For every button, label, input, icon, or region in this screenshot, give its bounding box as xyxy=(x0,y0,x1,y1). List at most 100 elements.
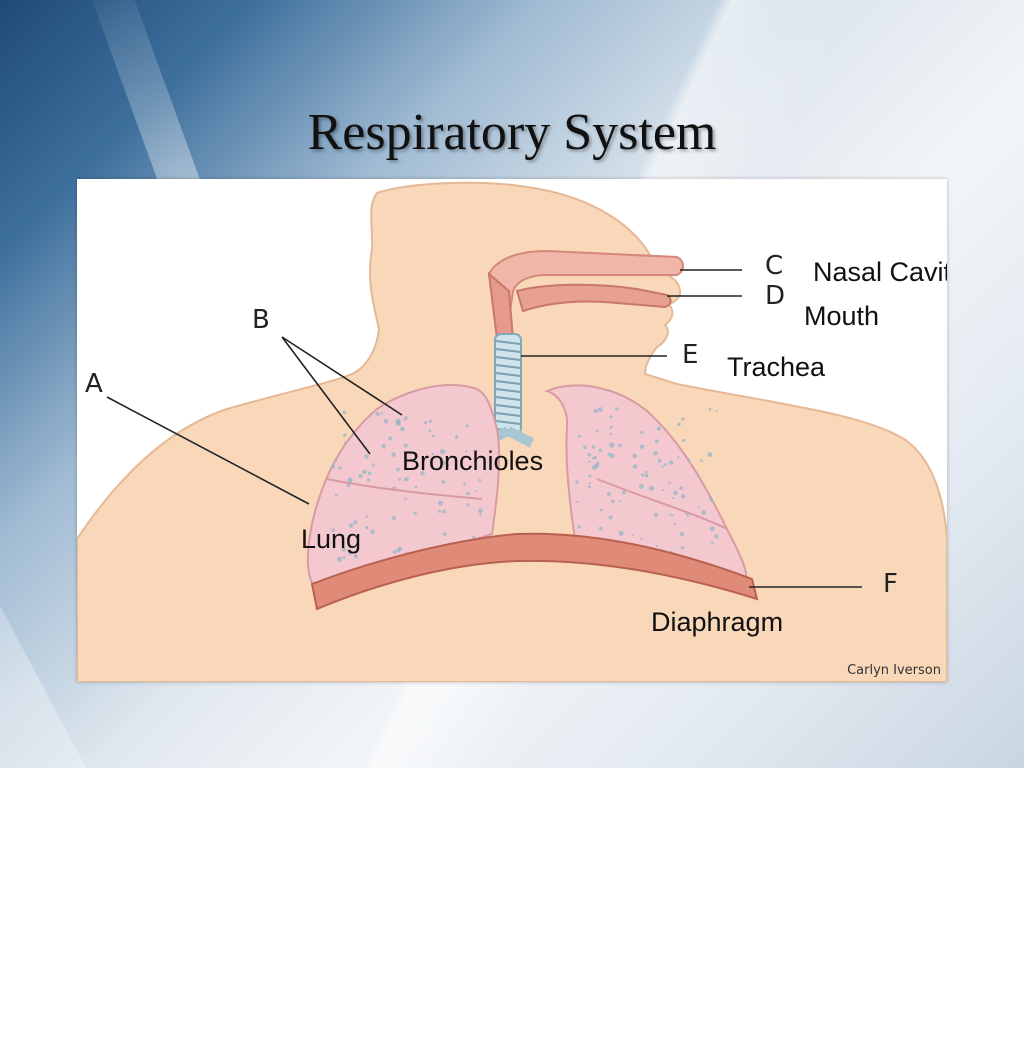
bronchiole-dot xyxy=(588,474,592,478)
bronchiole-dot xyxy=(655,545,658,548)
bronchiole-dot xyxy=(618,530,624,536)
bronchiole-dot xyxy=(641,473,645,477)
bronchiole-dot xyxy=(657,458,662,463)
bronchiole-dot xyxy=(600,508,604,512)
bronchiole-dot xyxy=(638,484,644,489)
bronchiole-dot xyxy=(442,532,447,536)
bronchiole-dot xyxy=(609,415,613,419)
bronchiole-dot xyxy=(331,464,335,469)
bronchiole-dot xyxy=(404,497,407,500)
bronchiole-dot xyxy=(656,426,662,431)
trachea-ring xyxy=(495,372,521,377)
bronchiole-dot xyxy=(438,509,441,513)
respiratory-diagram: A B C D E F Nasal Cavity Mouth Trachea B… xyxy=(77,179,947,682)
bronchiole-dot xyxy=(404,476,409,482)
trachea-ring xyxy=(495,364,521,369)
bronchiole-dot xyxy=(465,450,468,453)
bronchiole-dot xyxy=(588,485,592,489)
bronchiole-dot xyxy=(366,515,369,518)
trachea-ring xyxy=(495,388,521,393)
bronchiole-dot xyxy=(364,470,367,473)
bronchiole-dot xyxy=(364,454,369,459)
bronchiole-dot xyxy=(428,429,432,433)
bronchiole-dot xyxy=(351,434,354,437)
bronchiole-dot xyxy=(715,410,718,413)
trachea-ring xyxy=(495,412,521,417)
bronchiole-dot xyxy=(391,515,396,520)
bronchiole-dot xyxy=(474,490,477,493)
bronchiole-dot xyxy=(588,460,591,464)
leader-line-b1 xyxy=(281,336,403,416)
bronchiole-dot xyxy=(403,443,408,448)
bronchiole-dot xyxy=(343,441,347,444)
bronchiole-dot xyxy=(595,429,599,433)
bronchiole-dot xyxy=(673,490,678,496)
mouth-cavity xyxy=(515,283,672,313)
bronchiole-dot xyxy=(353,520,358,525)
image-credit: Carlyn Iverson xyxy=(847,663,941,678)
bronchiole-dot xyxy=(375,411,380,416)
bronchiole-dot xyxy=(697,506,700,509)
bronchiole-dot xyxy=(618,443,623,448)
bronchiole-dot xyxy=(622,490,626,495)
trachea-ring xyxy=(495,404,521,409)
bronchiole-dot xyxy=(342,410,347,415)
bronchiole-dot xyxy=(679,532,685,537)
bronchiole-dot xyxy=(708,497,712,500)
bronchiole-dot xyxy=(346,483,351,488)
bronchiole-dot xyxy=(640,430,644,435)
bronchiole-dot xyxy=(615,407,619,411)
trachea-ring xyxy=(495,420,521,425)
bronchiole-dot xyxy=(711,541,714,545)
bronchiole-dot xyxy=(609,425,613,429)
bronchiole-dot xyxy=(575,480,579,484)
bronchiole-dot xyxy=(396,548,401,553)
diaphragm-muscle xyxy=(310,532,759,611)
trachea-ring xyxy=(495,396,521,401)
bronchiole-dot xyxy=(334,459,338,463)
bronchiole-dot xyxy=(478,478,482,482)
bronchiole-dot xyxy=(341,547,346,552)
bronchiole-dot xyxy=(632,464,638,469)
bronchiole-dot xyxy=(478,508,483,513)
bronchiole-dot xyxy=(338,466,342,470)
bronchiole-dot xyxy=(466,491,470,496)
bronchiole-dot xyxy=(358,474,363,478)
bronchiole-dot xyxy=(644,473,649,478)
bronchiole-dot xyxy=(593,408,598,414)
bronchiole-dot xyxy=(596,461,600,465)
bronchiole-dot xyxy=(668,460,674,465)
bronchiole-dot xyxy=(619,500,622,503)
bronchiole-dot xyxy=(714,534,719,539)
bronchiole-dot xyxy=(696,474,700,477)
bronchiole-dot xyxy=(649,485,655,491)
bronchiole-dot xyxy=(611,499,615,503)
callout-letter-e: E xyxy=(682,340,700,370)
bronchiole-dot xyxy=(681,438,686,442)
bronchiole-dot xyxy=(645,470,648,474)
bronchiole-dot xyxy=(598,448,603,453)
anatomy-illustration xyxy=(77,181,947,682)
bronchiole-dot xyxy=(342,433,347,437)
bronchiole-dot xyxy=(441,480,446,484)
bronchiole-dot xyxy=(598,407,603,412)
bronchiole-dot xyxy=(410,458,413,461)
bronchiole-dot xyxy=(454,435,459,440)
bronchiole-dot xyxy=(583,445,587,450)
bronchiole-dot xyxy=(440,460,446,466)
bronchiole-dot xyxy=(473,459,477,463)
bronchiole-dot xyxy=(681,417,685,421)
bronchiole-dot xyxy=(591,457,594,460)
bronchiole-dot xyxy=(371,463,375,467)
bronchiole-dot xyxy=(414,485,418,489)
bronchiole-dot xyxy=(653,512,659,517)
bronchiole-dot xyxy=(398,477,402,481)
bronchiole-dot xyxy=(366,478,371,482)
bronchiole-dot xyxy=(431,452,435,456)
bronchiole-dot xyxy=(639,444,645,449)
bronchiole-dot xyxy=(353,554,358,559)
bronchiole-dot xyxy=(331,528,335,532)
callout-letter-b: B xyxy=(252,305,271,335)
bronchiole-dot xyxy=(380,412,383,415)
bronchiole-dot xyxy=(609,442,615,448)
